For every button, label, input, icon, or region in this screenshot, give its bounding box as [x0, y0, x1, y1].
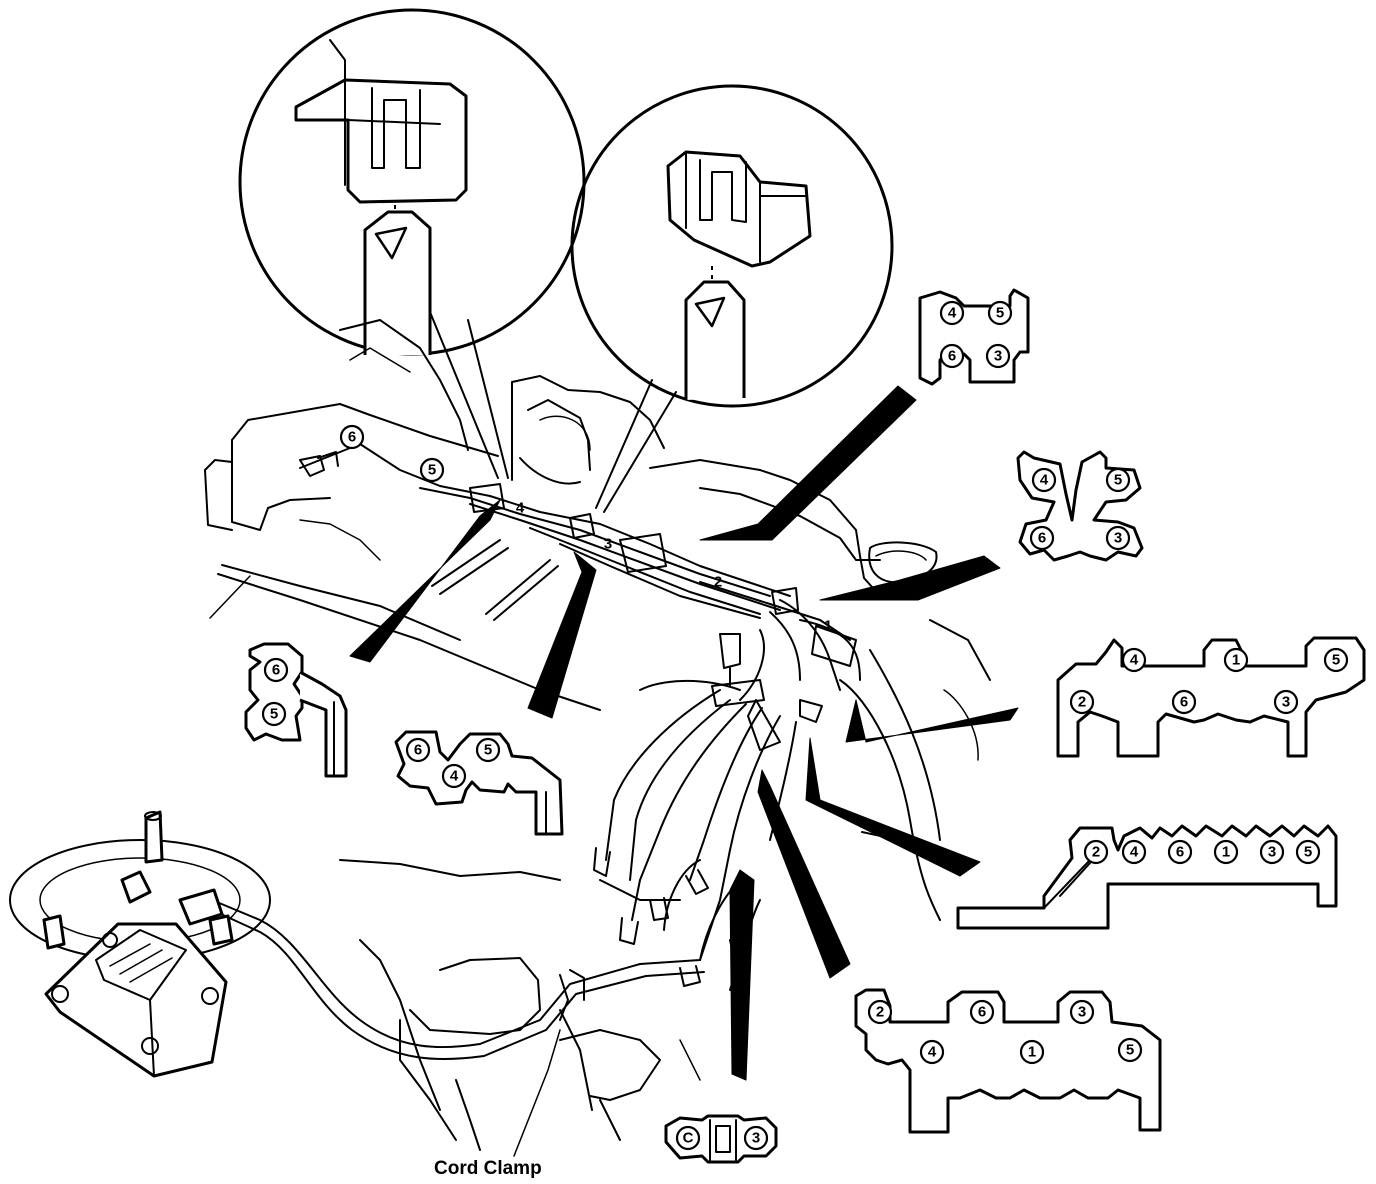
cyl-label-4: 4 — [516, 500, 525, 517]
svg-text:5: 5 — [1304, 844, 1312, 861]
svg-text:6: 6 — [414, 742, 422, 759]
clamp-65: 6 5 — [244, 642, 348, 778]
svg-text:6: 6 — [348, 429, 356, 446]
svg-text:4: 4 — [948, 305, 957, 322]
cyl-label-2: 2 — [714, 574, 722, 591]
svg-text:3: 3 — [1114, 530, 1122, 547]
arrow-from-long-b — [805, 737, 981, 877]
svg-text:5: 5 — [270, 706, 278, 723]
distributor-assembly — [9, 810, 271, 1078]
svg-text:3: 3 — [1268, 844, 1276, 861]
arrow-to-4536 — [699, 385, 917, 541]
svg-text:6: 6 — [1038, 530, 1046, 547]
svg-text:6: 6 — [1176, 844, 1184, 861]
svg-text:C: C — [683, 1130, 694, 1147]
clamp-fork: 4 5 6 3 — [1016, 450, 1144, 562]
arrow-to-long-a — [845, 699, 1019, 743]
cyl-label-1: 1 — [824, 618, 832, 635]
svg-text:6: 6 — [1180, 694, 1188, 711]
svg-text:4: 4 — [450, 768, 459, 785]
cord-clamp-callout: Cord Clamp — [434, 1029, 561, 1179]
svg-text:5: 5 — [484, 742, 492, 759]
cyl-label-3: 3 — [604, 536, 612, 553]
svg-text:1: 1 — [1232, 652, 1240, 669]
arrow-from-65 — [349, 499, 501, 663]
cyl-label-6: 6 — [339, 424, 365, 450]
clamp-654: 6 5 4 — [394, 730, 564, 836]
svg-text:1: 1 — [1222, 844, 1230, 861]
clamp-4536: 4 5 6 3 — [918, 288, 1030, 386]
svg-text:5: 5 — [996, 305, 1004, 322]
svg-text:4: 4 — [1040, 472, 1049, 489]
svg-text:6: 6 — [978, 1004, 986, 1021]
svg-text:5: 5 — [1126, 1042, 1134, 1059]
detail-circle-right — [570, 84, 894, 513]
svg-text:4: 4 — [1130, 844, 1139, 861]
pointer-arrows — [349, 385, 1019, 1081]
svg-text:5: 5 — [428, 462, 436, 479]
clamp-long-a: 4 1 5 2 6 3 — [1056, 636, 1366, 758]
svg-text:5: 5 — [1332, 652, 1340, 669]
svg-text:4: 4 — [928, 1044, 937, 1061]
clamp-long-b: 2 4 6 1 3 5 — [956, 824, 1338, 930]
svg-text:3: 3 — [1282, 694, 1290, 711]
svg-text:3: 3 — [994, 348, 1002, 365]
arrow-from-654 — [527, 551, 597, 719]
svg-text:4: 4 — [1130, 652, 1139, 669]
svg-text:3: 3 — [752, 1130, 760, 1147]
arrow-to-fork — [819, 555, 1001, 601]
svg-text:6: 6 — [948, 348, 956, 365]
detail-circle-left — [238, 8, 586, 479]
cyl-label-5: 5 — [419, 457, 445, 483]
svg-text:6: 6 — [272, 662, 280, 679]
svg-text:2: 2 — [1092, 844, 1100, 861]
arrow-from-long-c — [757, 769, 851, 979]
clamp-long-c: 2 6 3 4 1 5 — [854, 988, 1162, 1134]
svg-text:2: 2 — [1078, 694, 1086, 711]
svg-text:2: 2 — [876, 1004, 884, 1021]
engine-body — [204, 319, 991, 1151]
svg-text:5: 5 — [1114, 472, 1122, 489]
cord-clamp-label: Cord Clamp — [434, 1158, 542, 1179]
clamp-c3: C 3 — [664, 1114, 778, 1164]
svg-text:3: 3 — [1078, 1004, 1086, 1021]
arrow-from-c3 — [729, 869, 755, 1081]
svg-text:1: 1 — [1028, 1044, 1036, 1061]
